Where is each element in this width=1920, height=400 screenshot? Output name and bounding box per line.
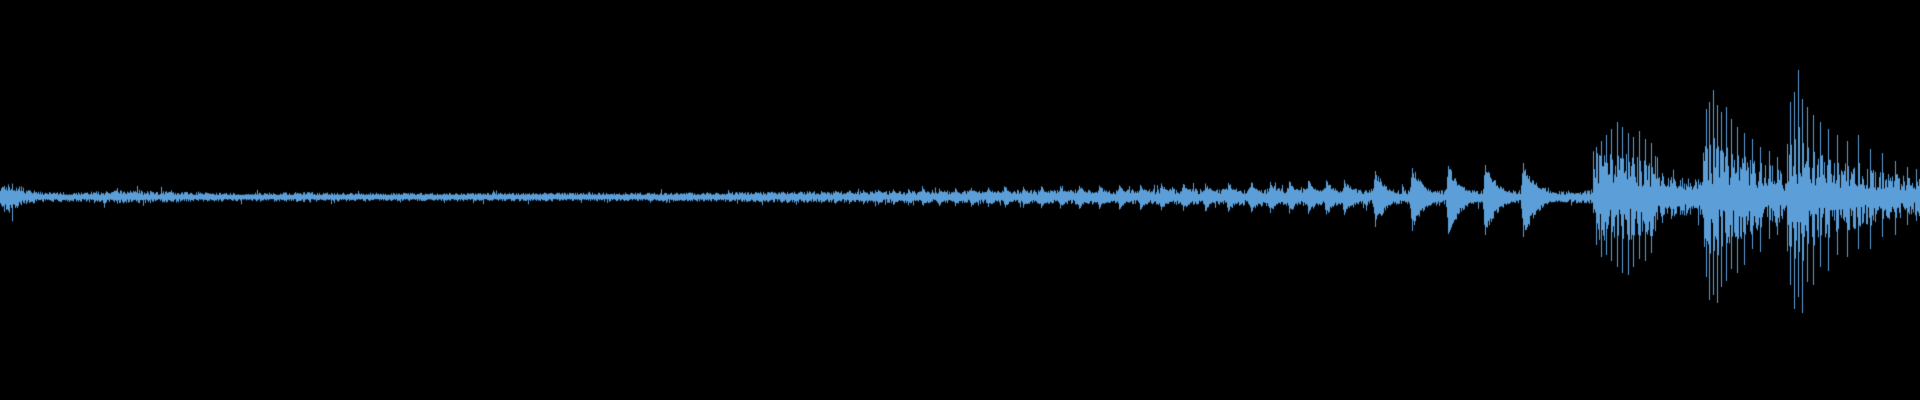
audio-waveform-display[interactable] bbox=[0, 0, 1920, 400]
waveform-panel bbox=[0, 0, 1920, 400]
